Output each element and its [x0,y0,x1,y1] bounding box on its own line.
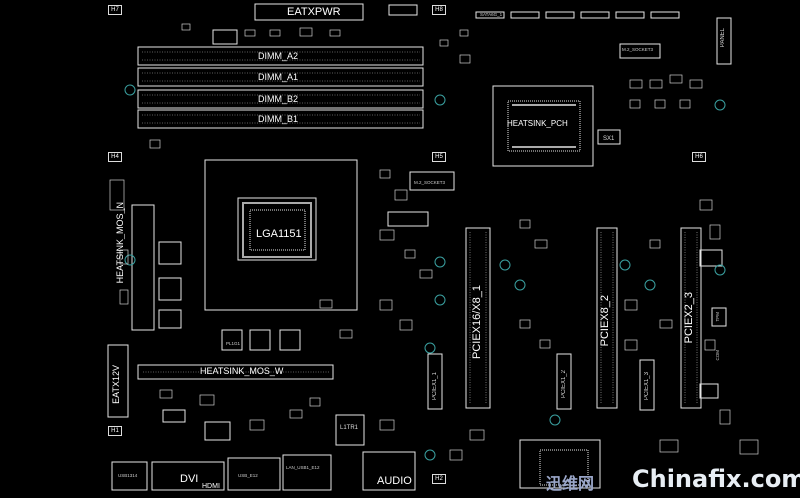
pciex2-3-label: PCIEX2_3 [683,292,695,344]
watermark-logo: Chinafix.com [632,465,800,493]
eatx12v-label: EATX12V [111,365,121,404]
pciex1-3-label: PCIEX1_3 [644,372,650,401]
usb-e12-label: USB_E12 [238,473,258,478]
h1-tag: H1 [108,426,122,436]
m2-socket-top-label: M.2_SOCKET3 [622,47,654,52]
tpm-label: TPM [715,312,720,322]
sata-label: SATA6G_1 [480,12,503,17]
h8-tag: H8 [432,5,446,15]
sx1-label: SX1 [603,136,615,142]
watermark-logo-cn: 迅维网 [546,474,595,493]
panel-label: PANEL [720,28,726,48]
heatsink-pch-label: HEATSINK_PCH [507,119,568,128]
dimm-a1-label: DIMM_A1 [258,72,299,82]
m2-socket-mid-label: M.2_SOCKET3 [414,180,446,185]
h4-tag: H4 [108,152,122,162]
pciex8-2-label: PCIEX8_2 [599,295,611,347]
eatxpwr-label: EATXPWR [287,6,341,18]
com-label: COM [715,350,720,361]
lan-usb-label: LAN_USB1_E12 [286,465,320,470]
heatsink-mos-n-label: HEATSINK_MOS_N [115,202,125,284]
audio-label: AUDIO [377,475,412,487]
l1tr1-label: L1TR1 [340,425,359,431]
dimm-a2-label: DIMM_A2 [258,51,299,61]
pciex1-2-label: PCIEX1_2 [561,370,567,399]
pl1g1-label: PL1G1 [226,341,241,346]
heatsink-mos-w-label: HEATSINK_MOS_W [200,366,284,376]
cpu-socket-label: LGA1151 [256,228,302,240]
pciex16-x8-1-label: PCIEX16/X8_1 [471,285,483,359]
pciex1-1-label: PCIEX1_1 [432,372,438,401]
dimm-b2-label: DIMM_B2 [258,94,299,104]
h7-tag: H7 [108,5,122,15]
dvi-label: DVI [180,473,199,485]
h5-tag: H5 [432,152,446,162]
dimm-b1-label: DIMM_B1 [258,114,299,124]
h6-tag: H6 [692,152,706,162]
h2-tag: H2 [432,474,446,484]
usb1314-label: USB1314 [118,473,138,478]
hdmi-label: HDMI [202,483,220,490]
